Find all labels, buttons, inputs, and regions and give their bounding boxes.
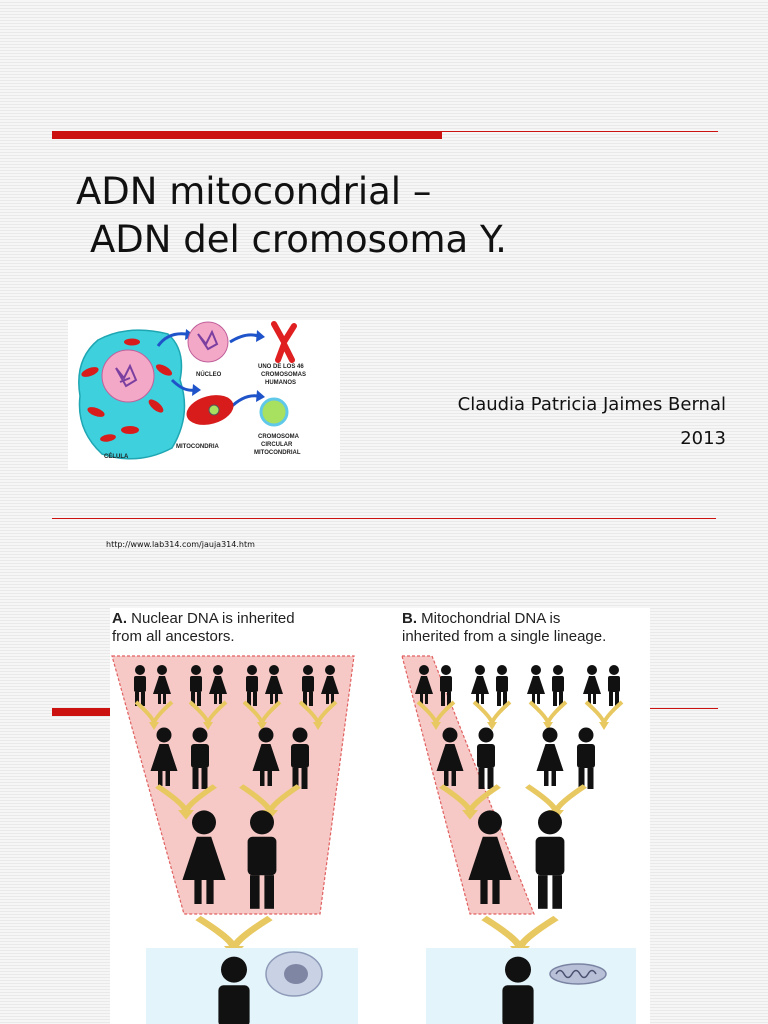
inheritance-svg [111, 655, 636, 1024]
caption-b-line2: inherited from a single lineage. [402, 628, 607, 645]
caption-a-line1: Nuclear DNA is inherited [131, 610, 295, 627]
author-block: Claudia Patricia Jaimes Bernal 2013 [458, 388, 726, 456]
mitochondria-label: MITOCONDRIA [176, 444, 220, 450]
mito-chromosome-label-3: MITOCONDRIAL [254, 450, 301, 456]
accent-bar-thick-lower [52, 708, 112, 716]
title-line-2: ADN del cromosoma Y. [90, 218, 507, 261]
caption-a: A. Nuclear DNA is inherited from all anc… [112, 610, 295, 646]
chromosome-label-3: HUMANOS [265, 380, 296, 386]
caption-b: B. Mitochondrial DNA is inherited from a… [402, 610, 606, 646]
chromosome-shape [271, 321, 297, 363]
divider-line-middle [52, 518, 716, 519]
caption-b-letter: B. [402, 610, 417, 627]
cell-diagram: NÚCLEO UNO DE LOS 46 CROMOSOMAS HUMANOS … [68, 320, 340, 470]
circular-chromosome [259, 397, 289, 427]
title-line-1: ADN mitocondrial – [76, 170, 432, 213]
caption-b-line1: Mitochondrial DNA is [421, 610, 561, 627]
chromosome-label-2: CROMOSOMAS [261, 372, 306, 378]
caption-a-line2: from all ancestors. [112, 628, 235, 645]
cell-diagram-svg: NÚCLEO UNO DE LOS 46 CROMOSOMAS HUMANOS … [78, 321, 306, 460]
chromosome-label-1: UNO DE LOS 46 [258, 364, 304, 370]
inheritance-figure: A. Nuclear DNA is inherited from all anc… [110, 608, 650, 1024]
caption-a-letter: A. [112, 610, 127, 627]
accent-bar-thick-top [52, 131, 442, 139]
panel-a-highlight [111, 655, 355, 915]
slide-title: ADN mitocondrial – ADN del cromosoma Y. [76, 168, 507, 264]
nucleus-label: NÚCLEO [196, 371, 222, 378]
nucleus-in-cell [101, 349, 155, 403]
cell-label: CÉLULA [104, 452, 129, 460]
panel-b-individual [502, 956, 534, 1024]
panel-a-individual [218, 956, 250, 1024]
accent-bar-thin-top [442, 131, 718, 132]
mito-chromosome-label-1: CROMOSOMA [258, 434, 300, 440]
source-url: http://www.lab314.com/jauja314.htm [106, 540, 255, 549]
panel-b-mitochondrion-icon [549, 963, 607, 985]
mito-chromosome-label-2: CIRCULAR [261, 442, 293, 448]
author-year: 2013 [680, 428, 726, 449]
author-name: Claudia Patricia Jaimes Bernal [457, 394, 726, 415]
accent-bar-thin-lower [650, 708, 718, 709]
